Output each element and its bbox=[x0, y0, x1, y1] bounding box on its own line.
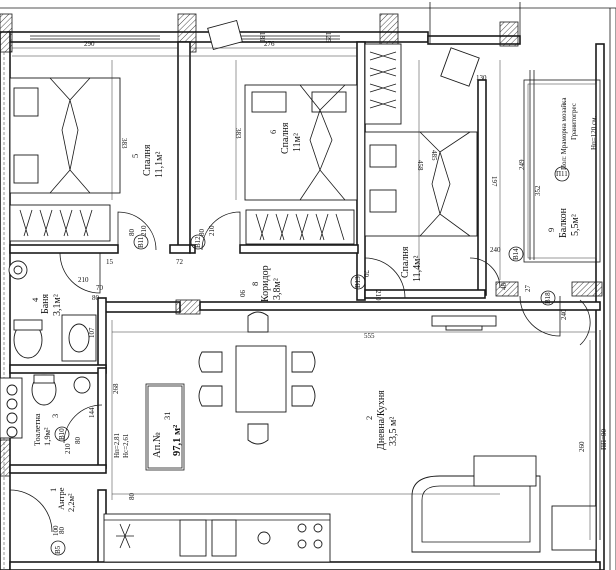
bathroom-num: 4 bbox=[30, 297, 40, 302]
balcony-name: Балкон bbox=[558, 207, 569, 238]
tag-pp90: ПП=90 bbox=[600, 428, 608, 450]
bedroom6-area: 11м² bbox=[292, 133, 303, 152]
dim-80-b: 80 bbox=[198, 229, 206, 237]
dim-383-b: 383 bbox=[234, 128, 242, 139]
dim-210-e: 210 bbox=[64, 443, 72, 454]
tag-b5: В5 bbox=[54, 545, 62, 554]
doors bbox=[9, 211, 591, 533]
bathroom-name: Баня bbox=[40, 293, 51, 314]
tag-b18: В18 bbox=[544, 292, 552, 304]
dim-48: 48 bbox=[500, 283, 508, 291]
dim-70-a: 70 bbox=[362, 270, 370, 278]
corridor-num: 8 bbox=[250, 282, 260, 286]
dim-210-a: 210 bbox=[140, 225, 148, 236]
living-area: 33,5 м² bbox=[388, 417, 399, 446]
element-tags: В11 В12 В13 В14 В18 В10 В5 ПП=90 bbox=[50, 234, 608, 556]
balcony-note-line3: Нп=120 см. bbox=[590, 115, 598, 150]
entrance-area: 2,2м² bbox=[66, 493, 76, 512]
dim-458: 458 bbox=[416, 160, 424, 171]
bedroom5-num: 5 bbox=[130, 154, 140, 158]
dim-240-b: 240 bbox=[560, 309, 568, 320]
dim-276: 276 bbox=[264, 40, 275, 48]
bedroom6-name: Спалня bbox=[280, 122, 291, 154]
tag-b11: В11 bbox=[137, 236, 145, 248]
balcony-note: Пол: Мраморна мозайка Гранитогрес Нп=120… bbox=[554, 97, 598, 182]
apartment-height-2: Нс=2,61 bbox=[122, 433, 130, 458]
tag-b14: В14 bbox=[512, 248, 520, 260]
dim-100: 100 bbox=[52, 525, 60, 536]
tag-b12: В12 bbox=[194, 236, 202, 248]
dim-383-a: 383 bbox=[120, 138, 128, 149]
dim-268: 268 bbox=[112, 383, 120, 394]
toilet-num: 3 bbox=[50, 414, 60, 418]
living-furniture bbox=[103, 311, 597, 563]
dim-197: 197 bbox=[490, 176, 498, 187]
dim-260: 260 bbox=[578, 441, 586, 452]
balcony-area: 5,5м² bbox=[570, 214, 581, 236]
bathroom-area: 3,1м² bbox=[52, 294, 63, 316]
bedroom7-name: Спалня bbox=[400, 246, 411, 278]
dim-70-b: 70 bbox=[96, 284, 104, 292]
dim-485: 485 bbox=[430, 150, 438, 161]
dim-27: 27 bbox=[524, 285, 532, 293]
apartment-label: Ап.№ 31 97,1 м² Нп=2,81 Нс=2,61 bbox=[113, 383, 185, 471]
dim-240-a: 240 bbox=[490, 246, 501, 254]
dim-80-a: 80 bbox=[128, 229, 136, 237]
dim-210-c: 210 bbox=[78, 276, 89, 284]
bathroom-fixtures bbox=[8, 260, 97, 362]
toilet-area: 1,9м² bbox=[42, 427, 52, 446]
dim-249: 249 bbox=[518, 159, 526, 170]
dim-80-f: 80 bbox=[92, 294, 100, 302]
balcony-num: 9 bbox=[546, 228, 556, 232]
dim-144: 144 bbox=[88, 407, 96, 418]
dim-80-d: 80 bbox=[128, 493, 136, 501]
dim-555: 555 bbox=[364, 332, 375, 340]
balcony-note-line1: Пол: Мраморна мозайка bbox=[560, 97, 568, 170]
dim-107: 107 bbox=[88, 327, 96, 338]
tag-p11: П11 bbox=[556, 170, 568, 178]
bedroom7-area: 11,4м² bbox=[412, 256, 423, 282]
corridor-name: Коридор bbox=[260, 265, 271, 302]
bedroom7-furniture bbox=[364, 43, 480, 237]
bedroom5-furniture bbox=[9, 77, 121, 242]
windows bbox=[30, 35, 605, 540]
room-labels: 5 Спалня 11,1м² 6 Спалня 11м² Спалня 11,… bbox=[30, 122, 581, 512]
toilet-fixtures bbox=[0, 374, 91, 439]
dim-290: 290 bbox=[84, 40, 95, 48]
dim-181: 181 bbox=[258, 32, 266, 43]
living-name: Дневна/Кухня bbox=[376, 390, 387, 450]
dim-130: 130 bbox=[476, 74, 487, 82]
dim-80-e: 80 bbox=[58, 527, 66, 535]
entrance-name: Антре bbox=[56, 487, 66, 510]
dim-90: 90 bbox=[238, 290, 246, 298]
bedroom5-area: 11,1м² bbox=[154, 152, 165, 178]
apartment-title: Ап.№ bbox=[152, 432, 163, 458]
toilet-name: Тоалетна bbox=[32, 413, 42, 446]
dim-15: 15 bbox=[106, 258, 114, 266]
balcony-note-line2: Гранитогрес bbox=[570, 103, 578, 140]
apartment-number: 31 bbox=[162, 412, 172, 421]
tag-b10: В10 bbox=[58, 428, 66, 440]
apartment-height-1: Нп=2,81 bbox=[113, 433, 121, 458]
entrance-num: 1 bbox=[48, 488, 58, 492]
dimension-lines bbox=[12, 47, 596, 540]
apartment-area: 97,1 м² bbox=[172, 425, 183, 456]
corridor-area: 3,8м² bbox=[272, 278, 283, 300]
bedroom6-furniture bbox=[207, 19, 358, 245]
dim-210-d: 210 bbox=[374, 290, 382, 301]
tag-b13: В13 bbox=[354, 276, 362, 288]
bedroom6-num: 6 bbox=[268, 130, 278, 134]
dimension-text: 290 276 181 125 130 383 383 458 485 249 … bbox=[52, 32, 586, 536]
dim-125: 125 bbox=[324, 32, 332, 43]
dim-210-b: 210 bbox=[208, 225, 216, 236]
dim-72: 72 bbox=[176, 258, 184, 266]
living-num: 2 bbox=[364, 416, 374, 420]
dim-352: 352 bbox=[534, 185, 542, 196]
bedroom5-name: Спалня bbox=[142, 144, 153, 176]
dim-80-c: 80 bbox=[74, 437, 82, 445]
